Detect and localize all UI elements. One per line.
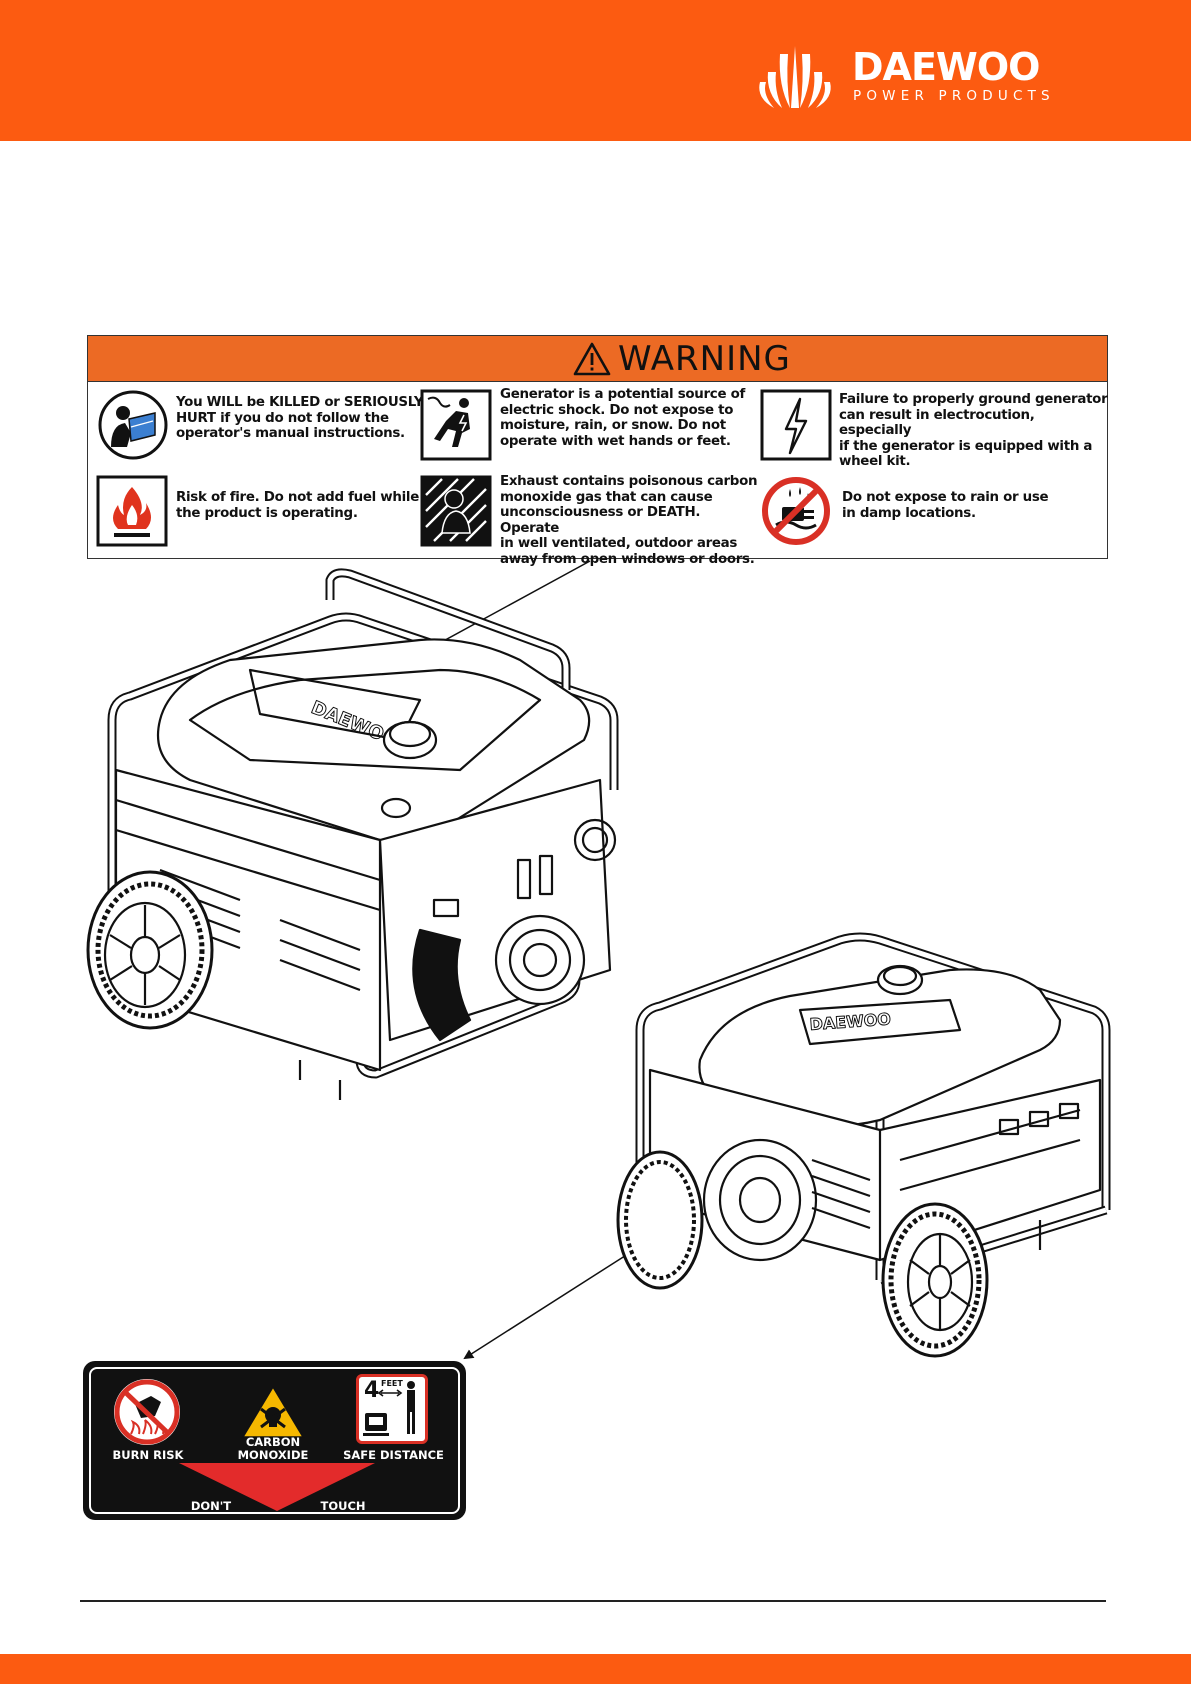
warning-item-text: You WILL be KILLED or SERIOUSLY HURT if …	[176, 395, 424, 442]
brand-logo: DAEWOO POWER PRODUCTS	[752, 42, 1072, 112]
generator-front-view: DAEWOO	[86, 568, 619, 1100]
read-manual-icon	[98, 390, 168, 460]
burn-risk-label: BURN RISK	[112, 1448, 184, 1462]
warning-item: Do not expose to rain or use in damp loc…	[758, 469, 1108, 557]
warning-title: WARNING	[618, 339, 791, 379]
footer-rule	[80, 1600, 1106, 1602]
warning-item: Risk of fire. Do not add fuel while the …	[88, 469, 428, 557]
brand-tagline: POWER PRODUCTS	[853, 88, 1055, 104]
warning-item-text: Do not expose to rain or use in damp loc…	[842, 490, 1049, 521]
electric-shock-icon	[420, 389, 492, 461]
warning-item-text: Generator is a potential source of elect…	[500, 387, 746, 449]
safety-sticker: BURN RISK CARBON MONOXIDE 4 FEET	[85, 1363, 464, 1518]
generator-rear-view: DAEWOO	[616, 932, 1111, 1358]
carbon-monoxide-label: CARBON MONOXIDE	[237, 1435, 309, 1462]
brand-name: DAEWOO	[852, 45, 1040, 89]
footer-band	[0, 1654, 1191, 1684]
header-band: DAEWOO POWER PRODUCTS	[0, 0, 1191, 141]
down-arrow-icon	[179, 1463, 375, 1511]
fan-logo-icon	[759, 46, 831, 108]
dont-label: DON'T	[190, 1499, 232, 1513]
warning-triangle-icon	[573, 342, 611, 376]
warning-item-text: Exhaust contains poisonous carbon monoxi…	[500, 474, 758, 567]
burn-risk-icon	[114, 1379, 180, 1445]
safe-distance-label: SAFE DISTANCE	[343, 1448, 444, 1462]
distance-unit: FEET	[381, 1379, 403, 1388]
warning-item: Exhaust contains poisonous carbon monoxi…	[418, 469, 758, 567]
carbon-monoxide-icon	[241, 1385, 305, 1438]
no-rain-icon	[762, 477, 830, 545]
distance-number: 4	[364, 1378, 380, 1403]
lightning-bolt-icon	[760, 389, 832, 461]
touch-label: TOUCH	[320, 1499, 366, 1513]
warning-item: Generator is a potential source of elect…	[418, 381, 758, 469]
fire-hazard-icon	[96, 475, 168, 547]
warning-item-text: Failure to properly ground generator can…	[839, 392, 1108, 470]
person-icon	[363, 1381, 415, 1436]
warning-item: You WILL be KILLED or SERIOUSLY HURT if …	[88, 381, 428, 469]
warning-header: WARNING	[88, 336, 1107, 382]
toxic-exhaust-icon	[420, 475, 492, 547]
warning-item: Failure to properly ground generator can…	[758, 381, 1108, 469]
warning-item-text: Risk of fire. Do not add fuel while the …	[176, 490, 419, 521]
warning-panel: WARNING You WILL be KILLED or SERIOUSLY …	[87, 335, 1108, 567]
safe-distance-icon: 4 FEET	[356, 1374, 428, 1444]
